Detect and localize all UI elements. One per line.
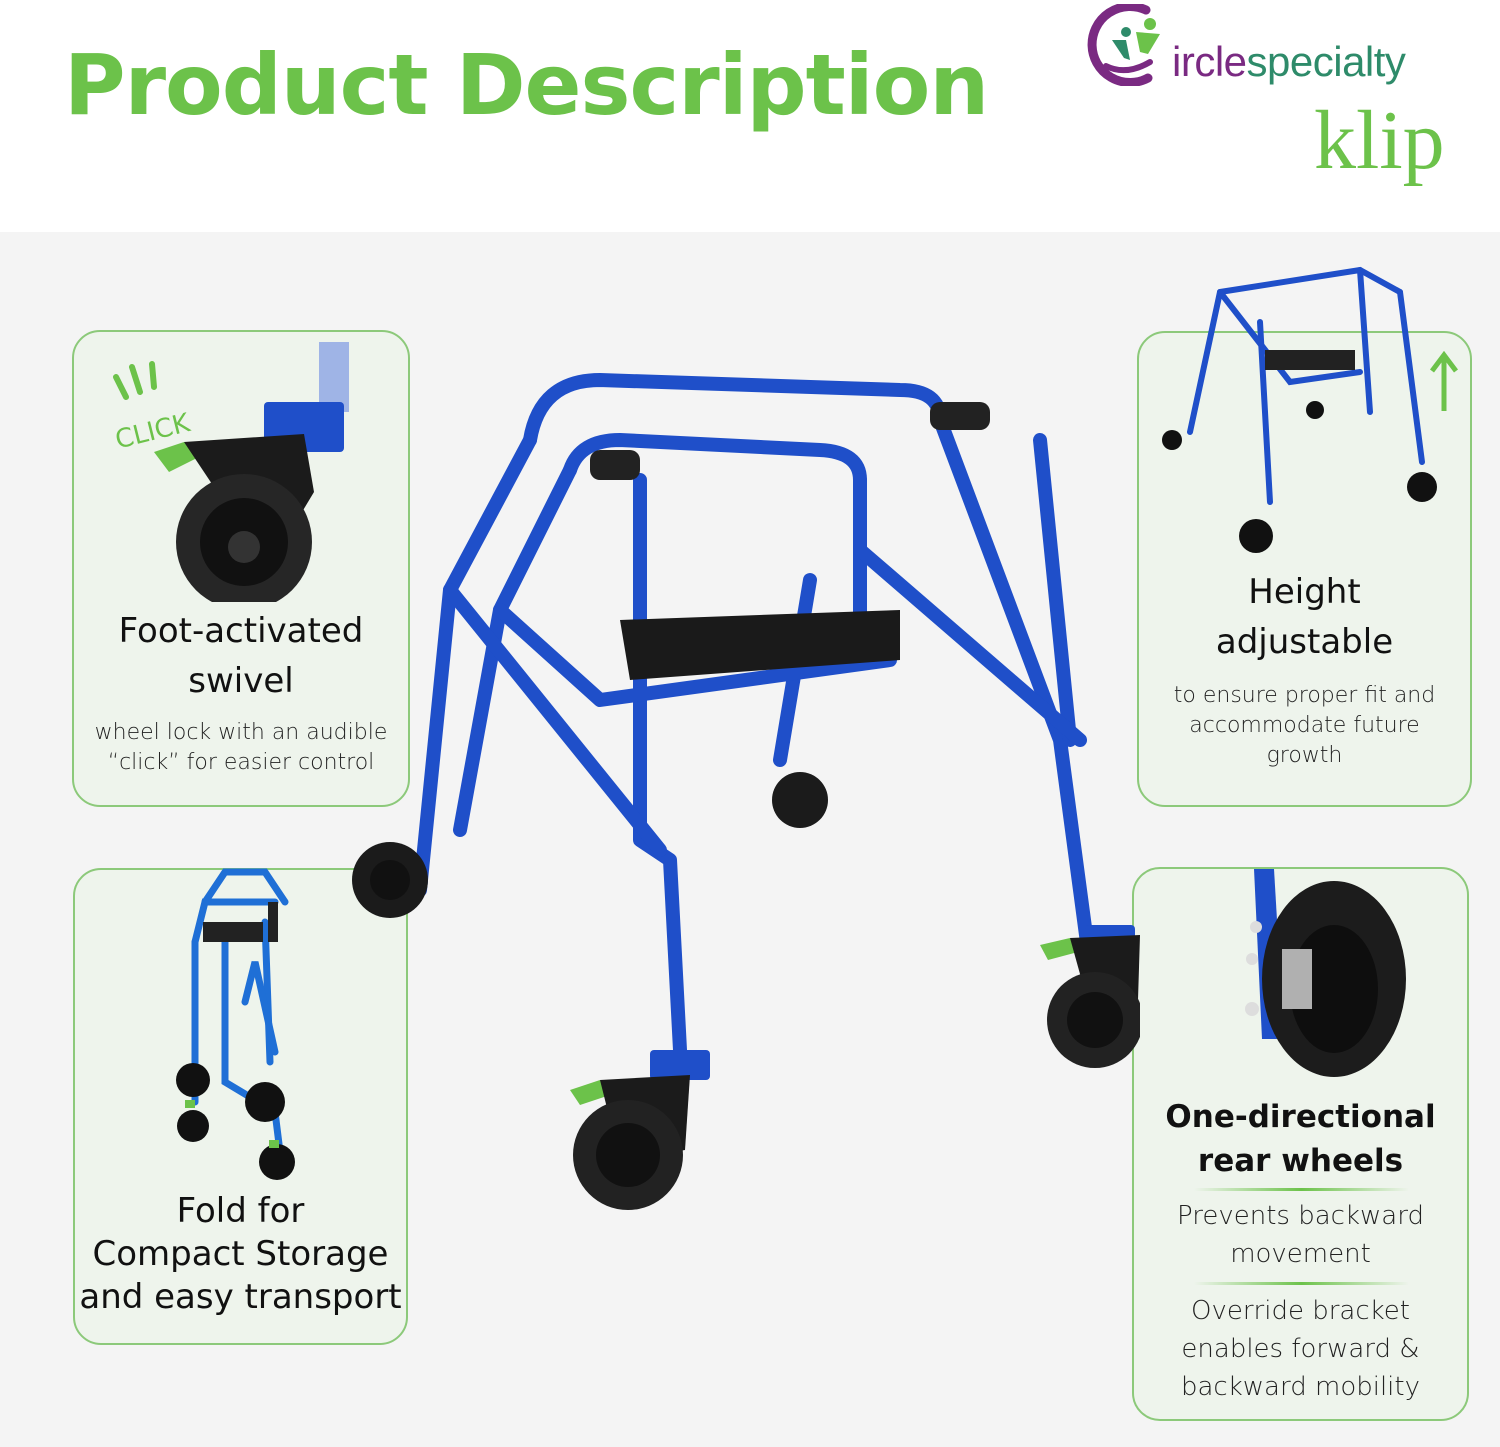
rear-right-caster bbox=[1040, 925, 1140, 1068]
brand-name: irclespecialty bbox=[1172, 38, 1406, 85]
header: Product Description irclespecialty klip bbox=[0, 0, 1500, 232]
rear-left-caster bbox=[570, 1050, 710, 1210]
divider bbox=[1194, 1188, 1409, 1191]
walker-height-image bbox=[1162, 266, 1437, 553]
feature-description: to ensure proper fit and accommodate fut… bbox=[1173, 683, 1436, 768]
arrow-up-icon bbox=[1430, 351, 1458, 411]
feature-heading: Fold for Compact Storage and easy transp… bbox=[79, 1191, 402, 1317]
front-left-wheel bbox=[352, 842, 428, 918]
rear-wheel-image bbox=[1245, 869, 1406, 1077]
walker-product-image bbox=[352, 373, 1140, 1210]
feature-card-swivel: CLICK Foot-activated swivel wheel lock w… bbox=[72, 330, 410, 807]
caster-wheel-image: CLICK bbox=[112, 342, 349, 602]
brand-block: irclespecialty klip bbox=[1086, 2, 1486, 202]
page-title: Product Description bbox=[64, 36, 989, 134]
feature-card-fold: Fold for Compact Storage and easy transp… bbox=[73, 868, 408, 1345]
feature-card-rear-wheels: One-directional rear wheels Prevents bac… bbox=[1132, 867, 1469, 1421]
feature-heading: Foot-activated swivel bbox=[118, 611, 364, 701]
feature-description: Prevents backward movement bbox=[1177, 1201, 1424, 1269]
feature-heading: Height adjustable bbox=[1215, 572, 1394, 662]
folded-walker-image bbox=[176, 868, 295, 1180]
product-name: klip bbox=[1314, 94, 1445, 187]
click-burst-icon bbox=[113, 361, 157, 400]
front-right-wheel bbox=[772, 772, 828, 828]
feature-heading: One-directional rear wheels bbox=[1165, 1099, 1436, 1179]
divider bbox=[1194, 1282, 1409, 1285]
feature-description: Override bracket enables forward & backw… bbox=[1181, 1296, 1420, 1402]
feature-description: wheel lock with an audible “click” for e… bbox=[94, 720, 388, 775]
circle-hand-people-logo-icon bbox=[1086, 4, 1172, 86]
